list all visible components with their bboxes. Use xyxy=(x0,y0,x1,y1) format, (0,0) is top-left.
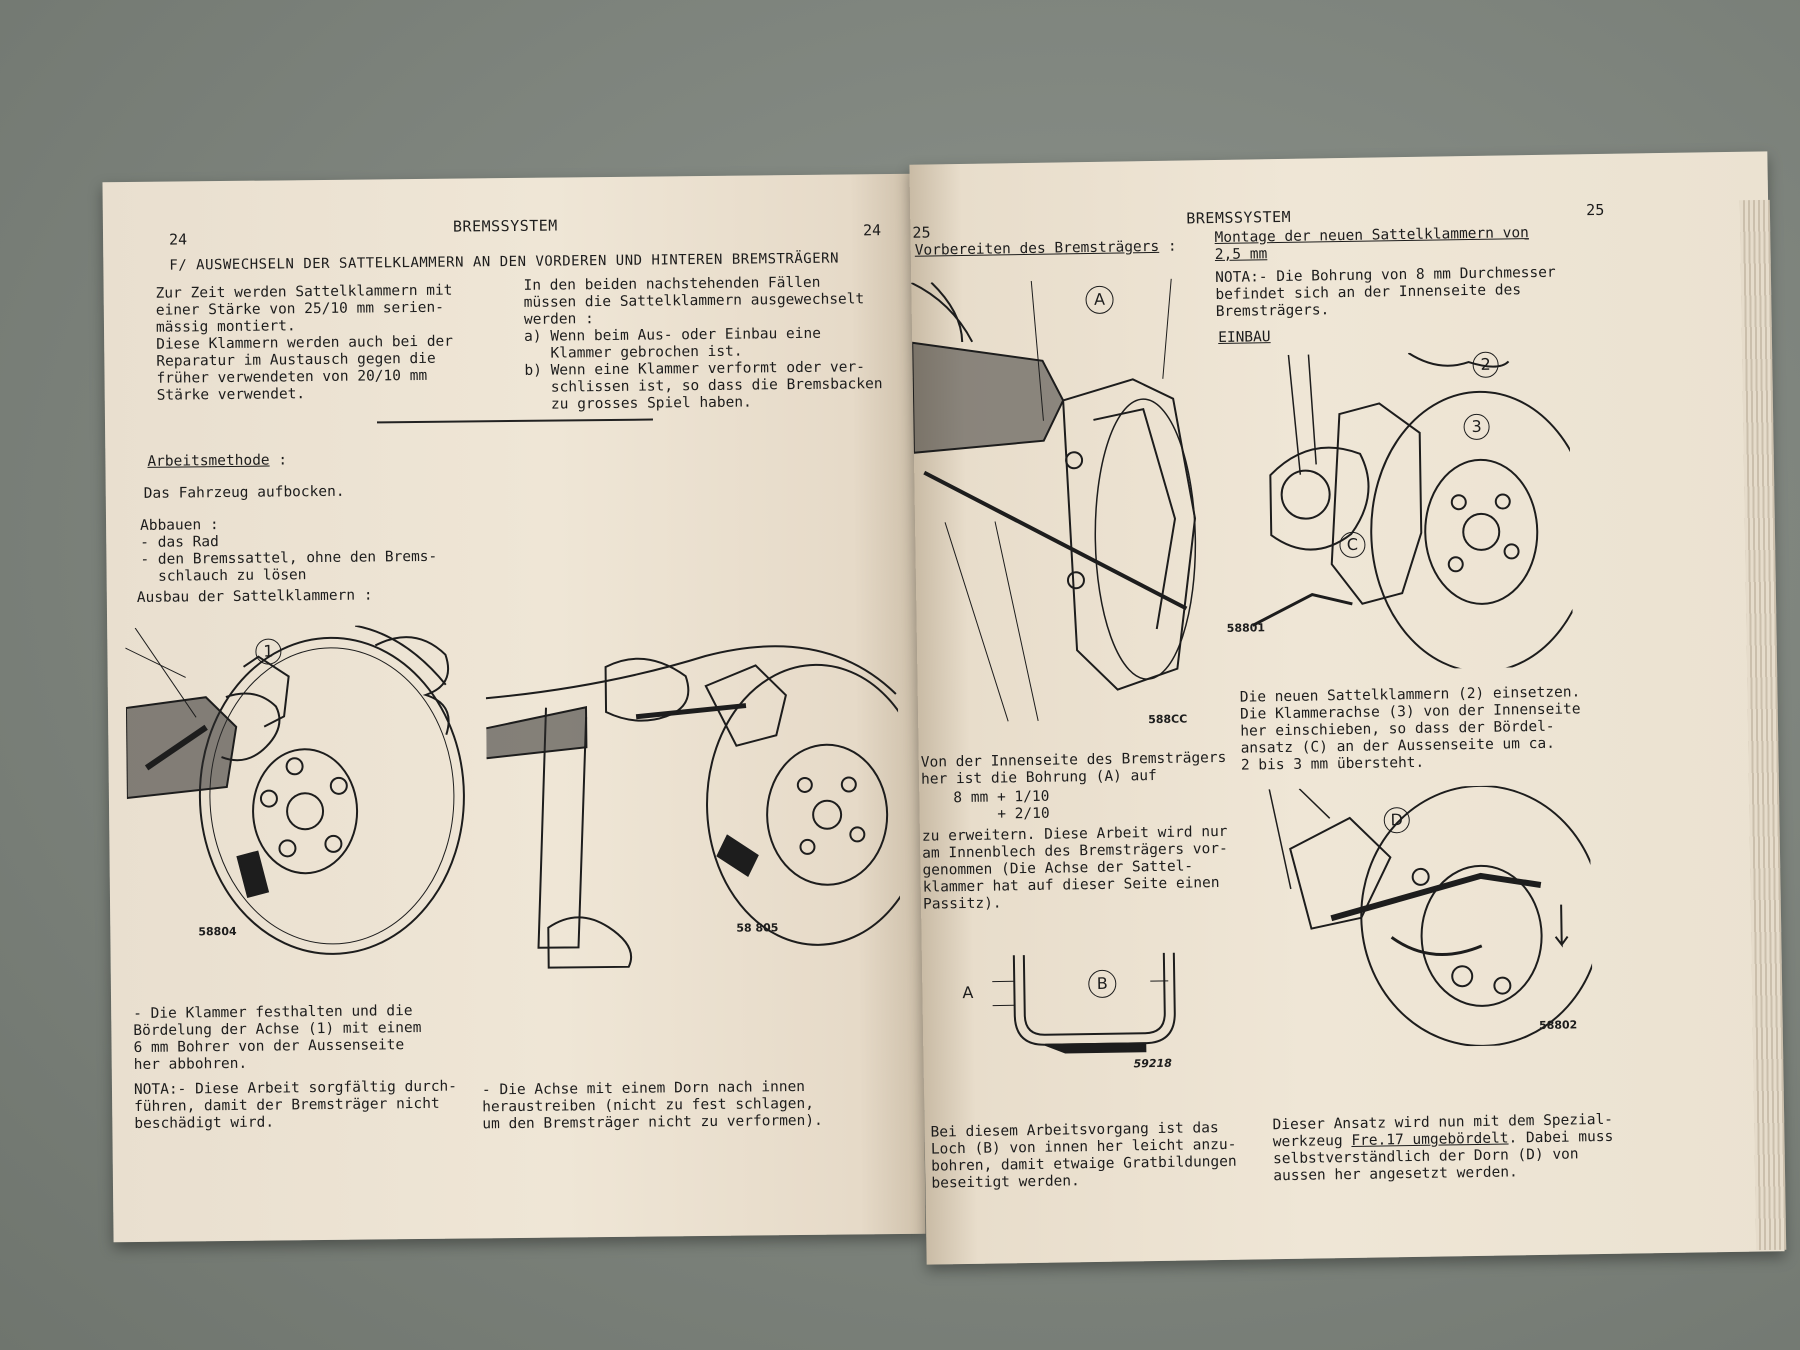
intro-paragraph-1: Zur Zeit werden Sattelklammern mit einer… xyxy=(155,282,454,404)
divider xyxy=(376,418,653,424)
prep-text-3: Bei diesem Arbeitsvorgang ist das Loch (… xyxy=(930,1120,1237,1192)
einbau-text: Die neuen Sattelklammern (2) einsetzen. … xyxy=(1239,684,1581,774)
section-title: F/ AUSWECHSELN DER SATTELKLAMMERN AN DEN… xyxy=(169,250,840,274)
figure-driving-axle: 58 805 xyxy=(485,604,901,978)
figure-number: 58804 xyxy=(198,924,237,939)
method-heading-colon: : xyxy=(269,452,288,469)
remove-list: Abbauen : - das Rad - den Bremssattel, o… xyxy=(139,517,438,585)
final-text-line-2-start: werkzeug xyxy=(1272,1132,1352,1151)
prep-text-2: zu erweitern. Diese Arbeit wird nur am I… xyxy=(921,823,1228,913)
figure-number: 58801 xyxy=(1226,621,1266,635)
method-heading: Arbeitsmethode xyxy=(147,452,270,470)
text-drill: - Die Klammer festhalten und die Bördelu… xyxy=(133,1003,422,1074)
intro-paragraph-2: In den beiden nachstehenden Fällen müsse… xyxy=(523,274,883,413)
step-jack: Das Fahrzeug aufbocken. xyxy=(143,483,345,502)
tool-reference: Fre.17 umgebördelt xyxy=(1351,1130,1509,1149)
text-axle: - Die Achse mit einem Dorn nach innen he… xyxy=(481,1078,823,1133)
figure-number: 58 805 xyxy=(736,921,779,935)
removal-heading: Ausbau der Sattelklammern : xyxy=(136,587,373,606)
figure-section-view: A B 59218 xyxy=(962,950,1194,1084)
section-label-a: A xyxy=(962,982,974,1003)
prep-heading: Vorbereiten des Bremsträgers xyxy=(914,238,1160,259)
final-text-line-2-end: . Dabei muss xyxy=(1508,1128,1614,1147)
left-page: 24 BREMSSYSTEM 24 F/ AUSWECHSELN DER SAT… xyxy=(102,173,926,1243)
prep-text-1: Von der Innenseite des Bremsträgers her … xyxy=(920,749,1227,788)
figure-number: 588CC xyxy=(1148,712,1188,727)
page-number: 25 xyxy=(1586,200,1605,220)
page-number-duplicate: 25 xyxy=(912,223,931,242)
page-number-duplicate: 24 xyxy=(862,221,882,240)
final-text-rest: selbstverständlich der Dorn (D) von auss… xyxy=(1272,1146,1579,1185)
mount-heading: Montage der neuen Sattelklammern von 2,5… xyxy=(1214,225,1529,264)
right-page: 25 BREMSSYSTEM 25 Vorbereiten des Bremst… xyxy=(909,151,1785,1265)
figure-drilling-clip: 1 58804 xyxy=(125,624,479,988)
figure-clip-install: 2 3 C 58801 xyxy=(1208,350,1574,673)
text-nota: NOTA:- Diese Arbeit sorgfältig durch- fü… xyxy=(133,1078,458,1132)
mount-nota: NOTA:- Die Bohrung von 8 mm Durchmesser … xyxy=(1215,264,1556,321)
page-number: 24 xyxy=(168,230,188,249)
prep-tolerance: 8 mm + 1/10 + 2/10 xyxy=(953,788,1050,824)
prep-heading-colon: : xyxy=(1159,238,1177,255)
figure-drilling-bore: A 588CC xyxy=(911,278,1218,743)
figure-flaring-tool: D 58802 xyxy=(1259,784,1594,1049)
prep-heading-row: Vorbereiten des Bremsträgers : xyxy=(915,239,1177,260)
figure-number: 59218 xyxy=(1133,1056,1172,1071)
method-heading-row: Arbeitsmethode : xyxy=(147,452,287,470)
einbau-heading: EINBAU xyxy=(1218,329,1271,346)
running-header: BREMSSYSTEM xyxy=(1186,207,1292,228)
callout-1: 1 xyxy=(255,638,282,665)
figure-number: 58802 xyxy=(1538,1018,1578,1033)
running-header: BREMSSYSTEM xyxy=(452,216,558,236)
